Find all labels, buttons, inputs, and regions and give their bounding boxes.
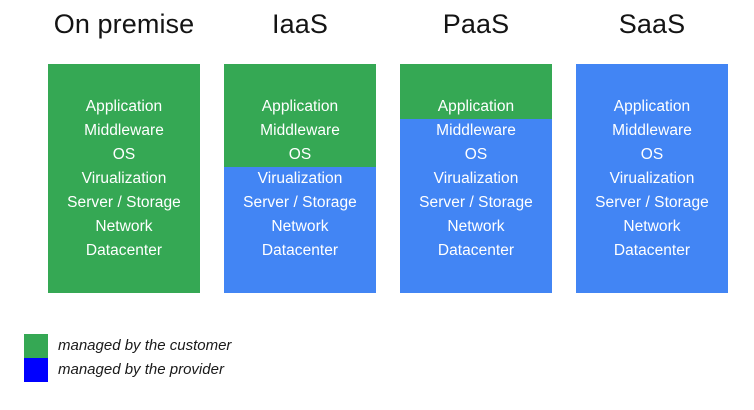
legend-label-provider: managed by the provider — [58, 361, 224, 378]
layer-server-storage: Server / Storage — [224, 190, 376, 215]
cloud-service-model-diagram: On premise Application Middleware OS Vir… — [48, 0, 734, 300]
layer-datacenter: Datacenter — [48, 238, 200, 263]
service-column-paas: PaaS Application Middleware OS Virualiza… — [400, 0, 552, 300]
layer-os: OS — [576, 142, 728, 167]
layer-os: OS — [224, 142, 376, 167]
layer-datacenter: Datacenter — [224, 238, 376, 263]
layer-middleware: Middleware — [224, 118, 376, 143]
stack-pad-bottom — [48, 262, 200, 293]
layer-application: Application — [224, 94, 376, 119]
layer-os: OS — [400, 142, 552, 167]
column-title-paas: PaaS — [442, 9, 510, 39]
stack-pad-top — [400, 64, 552, 95]
legend-swatch-customer — [24, 334, 48, 358]
layer-stack-saas: Application Middleware OS Virualization … — [576, 64, 728, 293]
layer-stack-paas: Application Middleware OS Virualization … — [400, 64, 552, 293]
layer-middleware: Middleware — [576, 118, 728, 143]
legend: managed by the customer managed by the p… — [24, 334, 444, 384]
layer-datacenter: Datacenter — [576, 238, 728, 263]
layer-virtualization: Virualization — [48, 166, 200, 191]
layer-application: Application — [576, 94, 728, 119]
legend-row-provider: managed by the provider — [24, 358, 444, 382]
legend-label-customer: managed by the customer — [58, 337, 232, 354]
layer-server-storage: Server / Storage — [48, 190, 200, 215]
service-column-saas: SaaS Application Middleware OS Virualiza… — [576, 0, 728, 300]
stack-pad-top — [576, 64, 728, 95]
layer-virtualization: Virualization — [224, 166, 376, 191]
layer-application: Application — [48, 94, 200, 119]
service-column-on-premise: On premise Application Middleware OS Vir… — [48, 0, 200, 300]
layer-virtualization: Virualization — [400, 166, 552, 191]
legend-swatch-provider — [24, 358, 48, 382]
legend-row-customer: managed by the customer — [24, 334, 444, 358]
stack-pad-top — [48, 64, 200, 95]
column-title-on-premise: On premise — [53, 9, 195, 39]
stack-pad-bottom — [400, 262, 552, 293]
layer-stack-on-premise: Application Middleware OS Virualization … — [48, 64, 200, 293]
layer-network: Network — [224, 214, 376, 239]
column-title-saas: SaaS — [618, 9, 686, 39]
layer-os: OS — [48, 142, 200, 167]
layer-server-storage: Server / Storage — [400, 190, 552, 215]
layer-middleware: Middleware — [400, 118, 552, 143]
service-column-iaas: IaaS Application Middleware OS Virualiza… — [224, 0, 376, 300]
layer-datacenter: Datacenter — [400, 238, 552, 263]
column-title-iaas: IaaS — [272, 9, 328, 39]
layer-network: Network — [48, 214, 200, 239]
stack-pad-bottom — [576, 262, 728, 293]
layer-network: Network — [576, 214, 728, 239]
layer-virtualization: Virualization — [576, 166, 728, 191]
layer-middleware: Middleware — [48, 118, 200, 143]
layer-stack-iaas: Application Middleware OS Virualization … — [224, 64, 376, 293]
stack-pad-top — [224, 64, 376, 95]
stack-pad-bottom — [224, 262, 376, 293]
layer-application: Application — [400, 94, 552, 119]
layer-server-storage: Server / Storage — [576, 190, 728, 215]
layer-network: Network — [400, 214, 552, 239]
